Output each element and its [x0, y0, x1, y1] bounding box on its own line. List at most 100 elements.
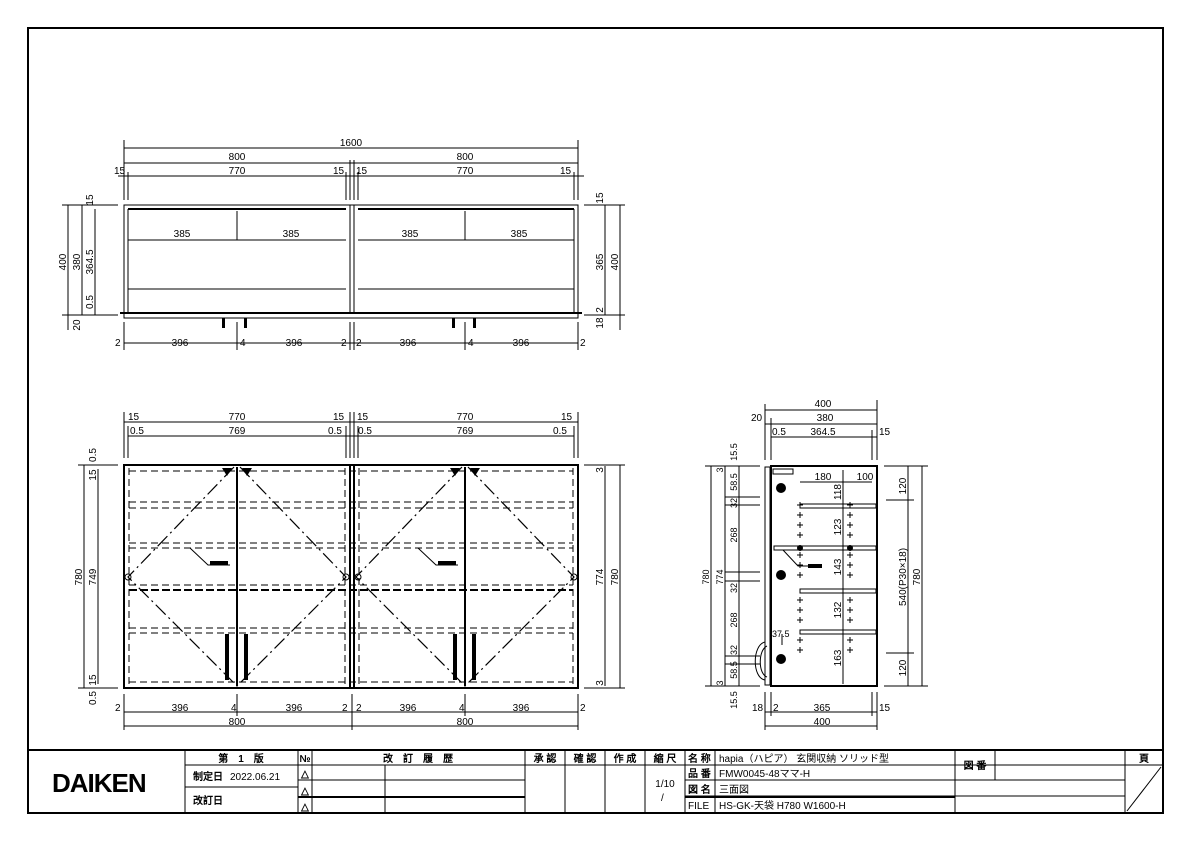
dim: 15 [560, 166, 572, 177]
dim: 396 [400, 703, 417, 714]
no-label: № [299, 754, 310, 765]
dim: 18 [595, 317, 606, 329]
approved-header: 承 認 [534, 752, 557, 765]
dim: 268 [729, 612, 739, 627]
name-label: 名 称 [688, 752, 711, 765]
dim: 15 [114, 166, 126, 177]
dim-overall: 1600 [340, 138, 363, 149]
page-label: 頁 [1139, 753, 1149, 765]
dim: 380 [817, 413, 834, 424]
dim: 774 [715, 569, 725, 584]
dim: 400 [815, 399, 832, 410]
dim: 4 [240, 338, 246, 349]
dim: 780 [610, 568, 621, 585]
dim: 3 [595, 467, 606, 473]
dim: 769 [229, 426, 246, 437]
dim: 15 [357, 412, 369, 423]
plan-view: 1600 800 800 15 770 15 15 770 15 385 385… [58, 138, 625, 350]
daiken-logo: DAIKEN [52, 768, 146, 798]
sheet-border [27, 27, 1164, 814]
drawing-no-label: 図 番 [964, 759, 988, 772]
dim: 364.5 [85, 249, 96, 274]
shelf-pin-holes [797, 502, 853, 653]
dim: 385 [174, 229, 191, 240]
dim: 180 [815, 472, 832, 483]
dim: 120 [898, 477, 909, 494]
dim: 120 [898, 659, 909, 676]
dim: 2 [580, 703, 586, 714]
dim: 400 [58, 253, 69, 270]
dim: 118 [833, 484, 844, 500]
dim: 20 [72, 319, 83, 331]
dim: 4 [231, 703, 237, 714]
dim: 0.5 [772, 427, 786, 438]
name-value: hapia（ハピア） 玄関収納 ソリッド型 [719, 752, 889, 765]
dim: 268 [729, 527, 739, 542]
dim: 396 [513, 703, 530, 714]
dim: 2 [595, 307, 606, 313]
dim: 2 [341, 338, 347, 349]
dim: 15 [88, 469, 99, 481]
dim: 15 [128, 412, 140, 423]
dim: 396 [172, 703, 189, 714]
revision-history-header: 改 訂 履 歴 [383, 752, 453, 765]
dim: 770 [457, 166, 474, 177]
dim: 396 [513, 338, 530, 349]
file-value: HS-GK-天袋 H780 W1600-H [719, 799, 846, 812]
edition: 第 1 版 [218, 752, 264, 765]
dim: 780 [701, 569, 711, 584]
title-block: DAIKEN 第 1 版 制定日 2022.06.21 改訂日 № △ △ △ … [28, 749, 1163, 813]
dim: 20 [751, 413, 763, 424]
front-view: 15 770 15 15 770 15 0.5 769 0.5 0.5 769 … [74, 412, 625, 730]
dim: 774 [595, 568, 606, 585]
dim: 0.5 [130, 426, 144, 437]
dim: 163 [833, 649, 844, 666]
dim: 123 [833, 518, 844, 535]
dim: 385 [283, 229, 300, 240]
dim: 2 [115, 338, 121, 349]
rev-mark: △ [300, 786, 309, 797]
revised-label: 改訂日 [193, 794, 223, 807]
dim: 0.5 [553, 426, 567, 437]
dim: 32 [729, 645, 739, 655]
dim: 365 [814, 703, 831, 714]
dim: 0.5 [85, 295, 96, 309]
dim: 364.5 [810, 427, 835, 438]
dim: 2 [580, 338, 586, 349]
dim: 769 [457, 426, 474, 437]
dim: 396 [172, 338, 189, 349]
dim: 400 [814, 717, 831, 728]
dim: 32 [729, 498, 739, 508]
dim: 396 [286, 338, 303, 349]
dim: 3 [595, 680, 606, 686]
dim: 143 [833, 558, 844, 575]
dim: 749 [88, 568, 99, 585]
dim: 15 [879, 703, 891, 714]
dim-half: 800 [229, 152, 246, 163]
rev-mark: △ [300, 802, 309, 813]
dim: 58.5 [729, 473, 739, 491]
dim: 396 [286, 703, 303, 714]
scale-label: 縮 尺 [654, 752, 677, 765]
dim: 37.5 [772, 629, 790, 639]
dim: 800 [229, 717, 246, 728]
dim: 770 [229, 412, 246, 423]
dim: 15 [595, 192, 606, 204]
drawing-name-label: 図 名 [688, 783, 711, 796]
dim: 4 [459, 703, 465, 714]
dim: 0.5 [328, 426, 342, 437]
dim: 770 [229, 166, 246, 177]
dim: 15 [879, 427, 891, 438]
dim: 2 [115, 703, 121, 714]
created-header: 作 成 [614, 752, 637, 765]
drawing-name-value: 三面図 [719, 784, 749, 796]
dim: 15 [356, 166, 368, 177]
dim: 396 [400, 338, 417, 349]
dim-half: 800 [457, 152, 474, 163]
dim: 770 [457, 412, 474, 423]
dim: 2 [342, 703, 348, 714]
part-label: 品 番 [688, 767, 712, 780]
dim: 365 [595, 253, 606, 270]
established-label: 制定日 [193, 770, 223, 783]
